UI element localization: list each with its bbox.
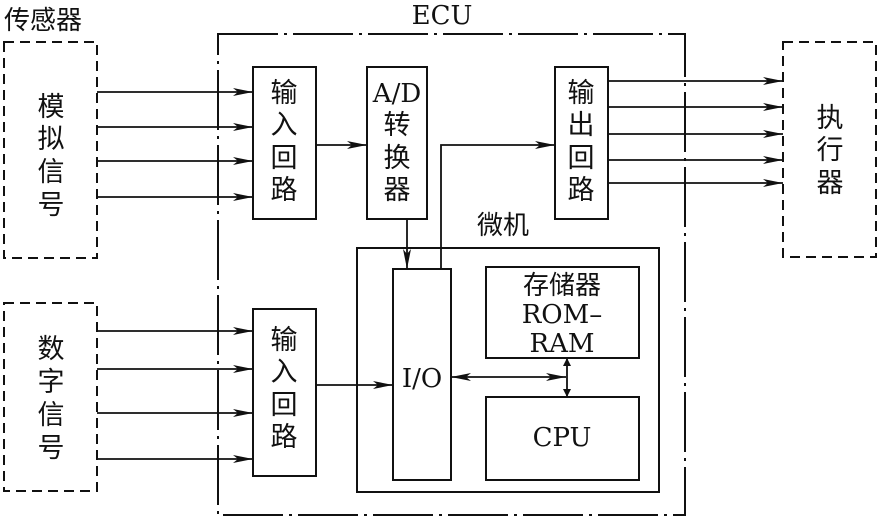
digital-signal-char: 号 [38,433,65,464]
input-circuit-top: 输 入 回 路 [252,66,317,220]
memory-rom-label: ROM– [522,300,603,330]
input-circuit-bottom-char: 入 [271,357,298,388]
input-circuit-bottom-char: 回 [271,390,298,421]
digital-signal-box: 数 字 信 号 [3,302,98,492]
ad-converter-char: 器 [384,175,411,206]
analog-signal-char: 模 [38,92,65,123]
io-box: I/O [392,268,452,481]
memory-box: 存储器 ROM– RAM [485,266,640,359]
digital-signal-char: 字 [38,367,65,398]
output-circuit: 输 出 回 路 [554,66,609,220]
input-circuit-bottom-char: 路 [271,422,298,453]
actuator-char: 器 [817,168,844,199]
analog-signal-box: 模 拟 信 号 [3,41,98,259]
analog-signal-char: 号 [38,190,65,221]
ad-converter-char: 换 [384,143,411,174]
io-label: I/O [402,364,442,394]
output-circuit-char: 回 [568,143,595,174]
memory-ram-label: RAM [530,329,595,359]
ecu-label: ECU [412,1,473,31]
output-circuit-char: 输 [568,78,595,109]
microcomputer-label: 微机 [477,210,529,240]
ad-converter-label: A/D [372,79,421,109]
ad-converter-char: 转 [384,110,411,141]
memory-cpu-arrowhead [563,389,571,397]
analog-signal-char: 信 [38,157,65,188]
ad-converter: A/D 转 换 器 [366,66,428,220]
digital-signal-char: 信 [38,400,65,431]
output-circuit-char: 出 [568,110,595,141]
analog-signal-char: 拟 [38,124,65,155]
sensor-label: 传感器 [4,5,82,35]
memory-label: 存储器 [523,270,601,300]
cpu-box: CPU [485,396,640,481]
actuator-char: 执 [817,103,844,134]
memory-cpu-arrowhead [563,358,571,366]
input-circuit-bottom-char: 输 [271,325,298,356]
ecu-frame [217,33,686,516]
input-circuit-top-char: 回 [271,143,298,174]
input-circuit-top-char: 入 [271,110,298,141]
cpu-label: CPU [533,423,592,453]
actuator-box: 执 行 器 [782,41,877,258]
actuator-char: 行 [817,135,844,166]
output-circuit-char: 路 [568,175,595,206]
digital-signal-char: 数 [38,334,65,365]
input-circuit-top-char: 输 [271,78,298,109]
input-circuit-top-char: 路 [271,175,298,206]
input-circuit-bottom: 输 入 回 路 [252,308,317,477]
io-to-output-arrow [440,141,555,269]
